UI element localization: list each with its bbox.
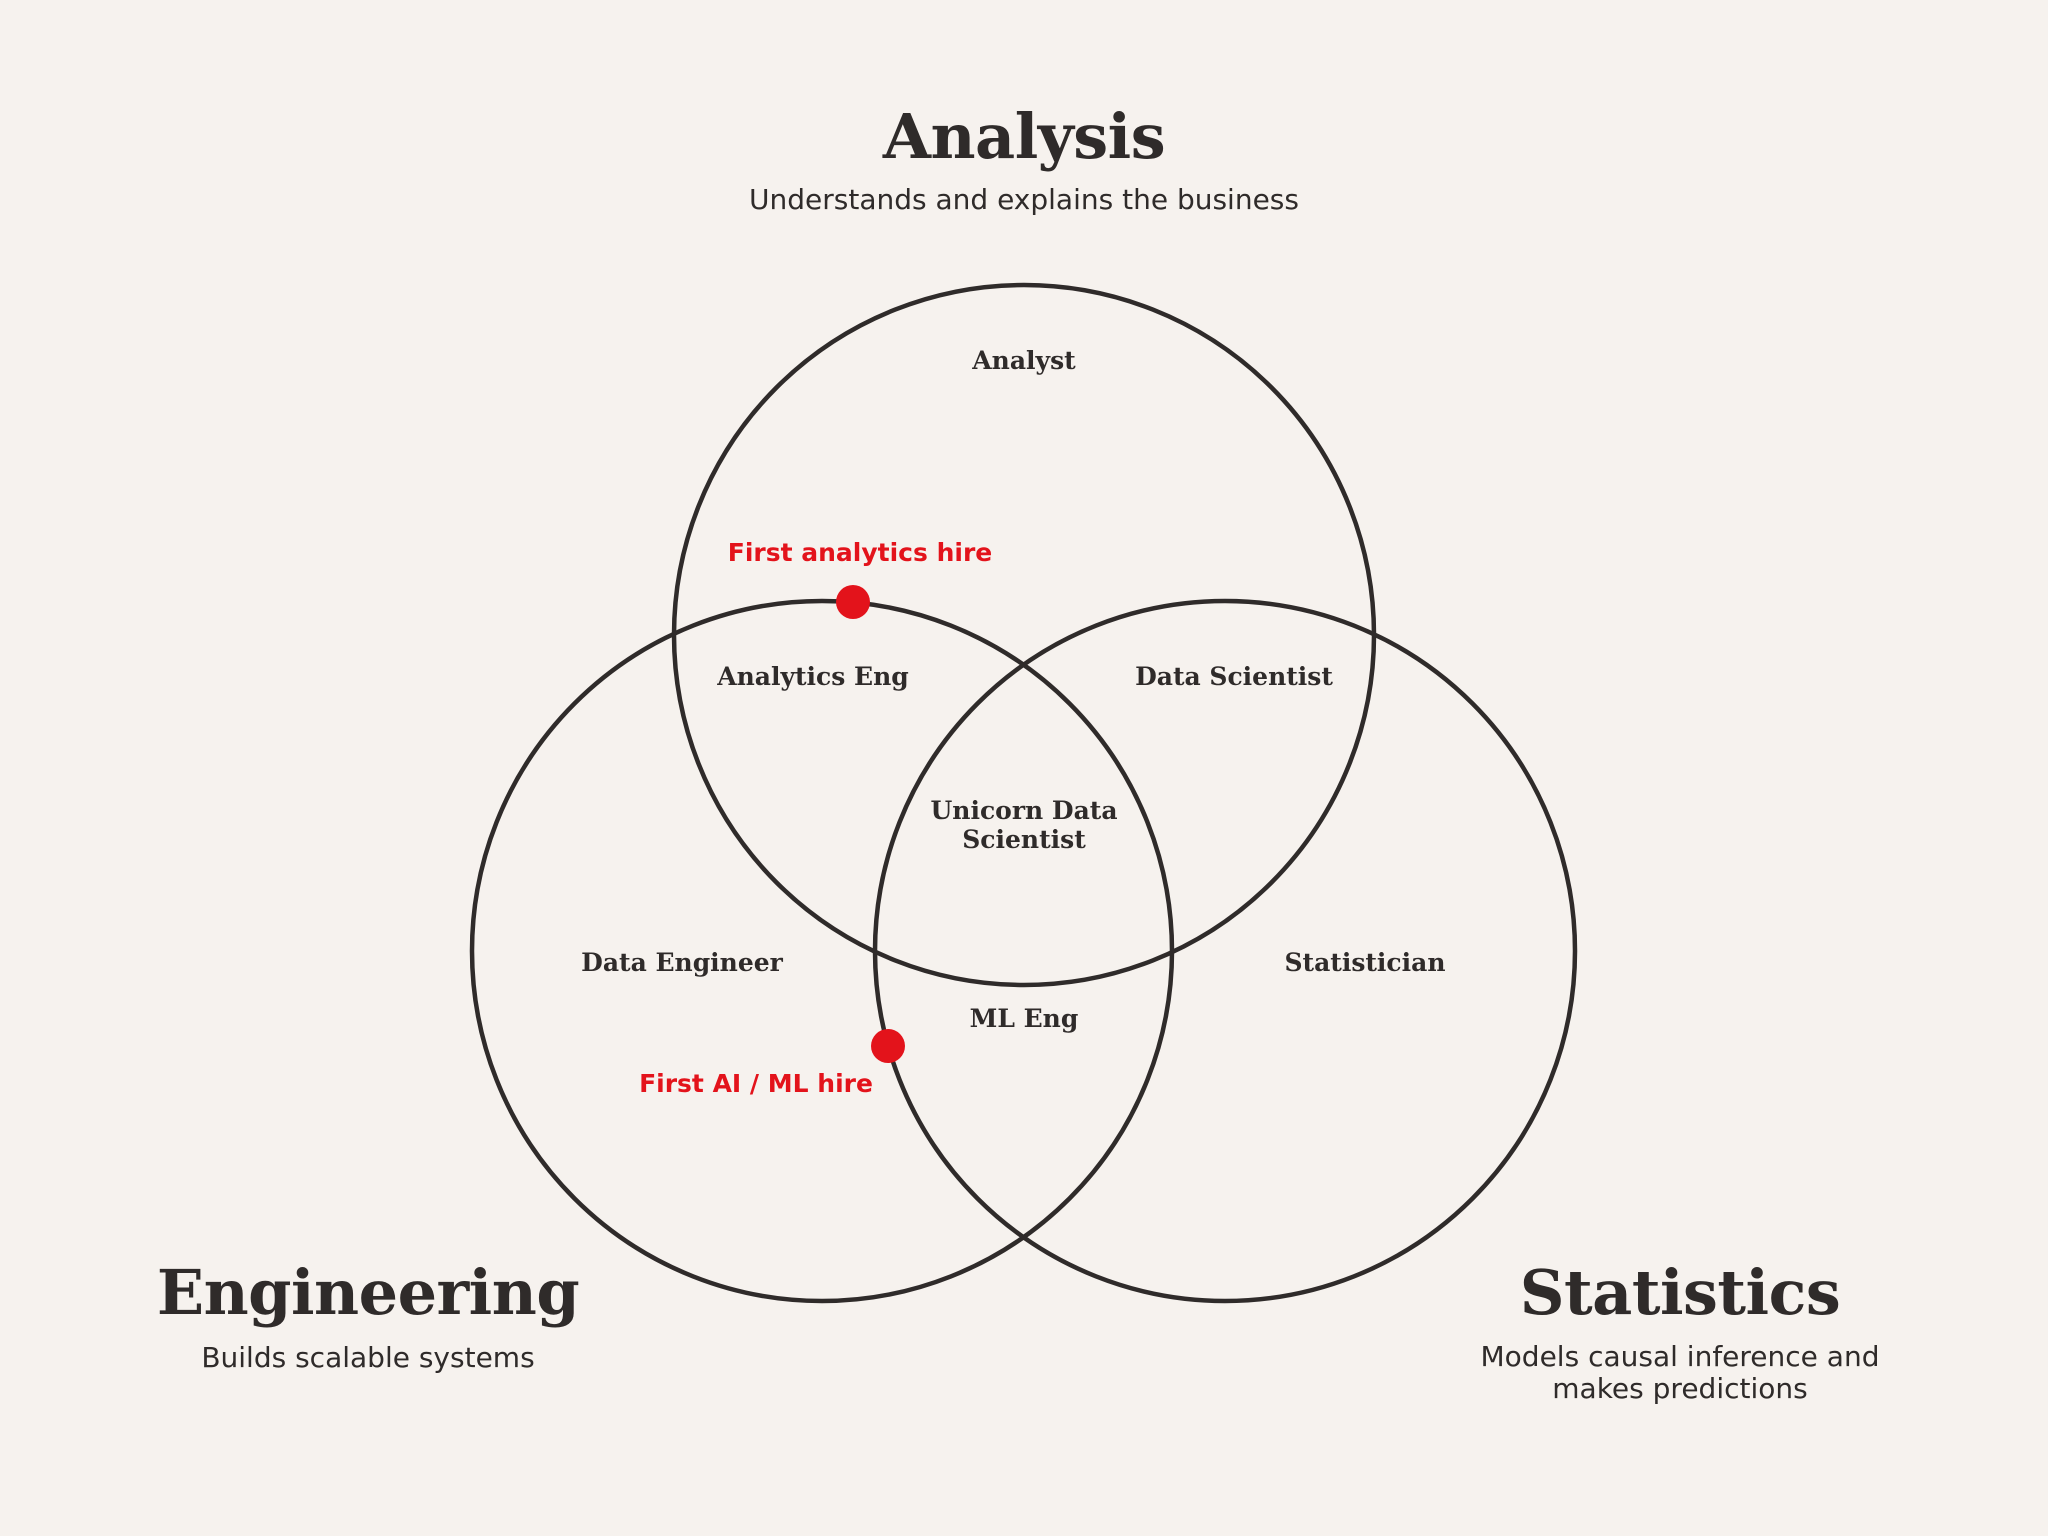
first-analytics-hire-label: First analytics hire [728, 538, 993, 567]
region-unicorn-line2: Scientist [962, 825, 1086, 854]
engineering-subtitle: Builds scalable systems [201, 1341, 534, 1374]
statistics-subtitle-line2: makes predictions [1552, 1372, 1807, 1405]
region-ml-eng: ML Eng [970, 1004, 1079, 1033]
region-analyst: Analyst [971, 346, 1076, 375]
statistics-subtitle-line1: Models causal inference and [1481, 1340, 1880, 1373]
engineering-circle [469, 598, 1175, 1304]
statistics-title: Statistics [1520, 1256, 1841, 1329]
analysis-title: Analysis [882, 100, 1165, 173]
region-data-scientist: Data Scientist [1135, 662, 1333, 691]
first-analytics-hire-dot [836, 585, 870, 619]
engineering-title: Engineering [157, 1256, 579, 1329]
first-ai-ml-hire-label: First AI / ML hire [639, 1069, 873, 1098]
region-unicorn-line1: Unicorn Data [930, 796, 1117, 825]
analysis-circle [671, 282, 1377, 988]
region-statistician: Statistician [1284, 948, 1445, 977]
analysis-subtitle: Understands and explains the business [749, 183, 1299, 216]
region-analytics-eng: Analytics Eng [716, 662, 909, 691]
region-data-engineer: Data Engineer [581, 948, 784, 977]
first-ai-ml-hire-dot [871, 1029, 905, 1063]
statistics-circle [872, 598, 1578, 1304]
